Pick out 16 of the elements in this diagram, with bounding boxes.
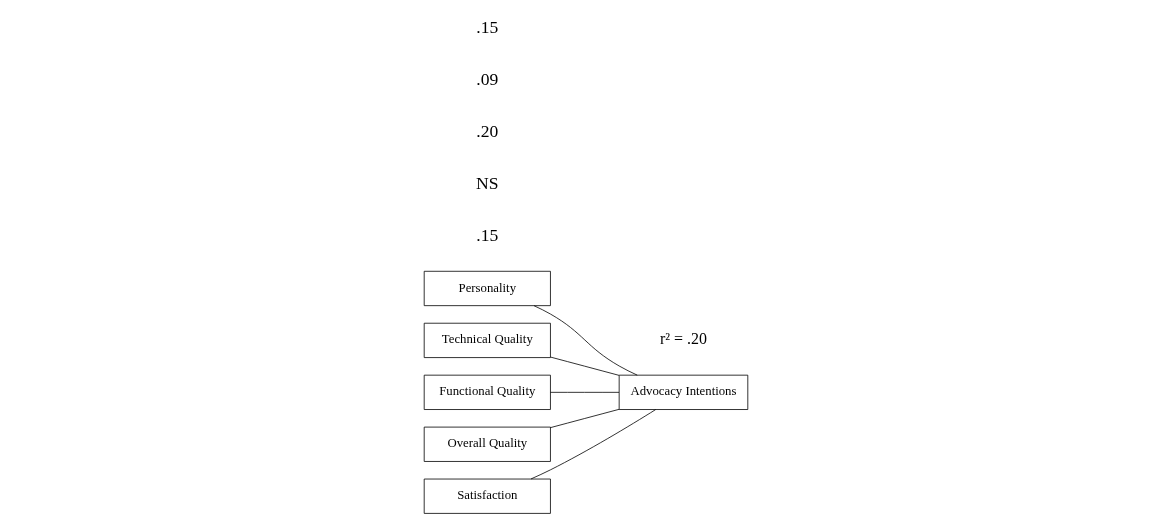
node-box: Personality	[423, 270, 551, 307]
node-box: Technical Quality	[423, 322, 551, 358]
label: .15	[476, 225, 499, 246]
connector	[550, 391, 620, 393]
label: .09	[476, 69, 499, 90]
connector	[550, 356, 620, 376]
label: .15	[476, 17, 499, 38]
connector	[550, 408, 620, 429]
node-box: Overall Quality	[423, 426, 551, 462]
node-label: r² = .20	[659, 330, 708, 348]
node-box: Advocacy Intentions	[618, 374, 749, 410]
label: NS	[476, 173, 499, 194]
connector	[533, 305, 638, 376]
node-box: Functional Quality	[423, 374, 551, 410]
node-box: Satisfaction	[423, 478, 551, 514]
label: .20	[476, 121, 499, 142]
